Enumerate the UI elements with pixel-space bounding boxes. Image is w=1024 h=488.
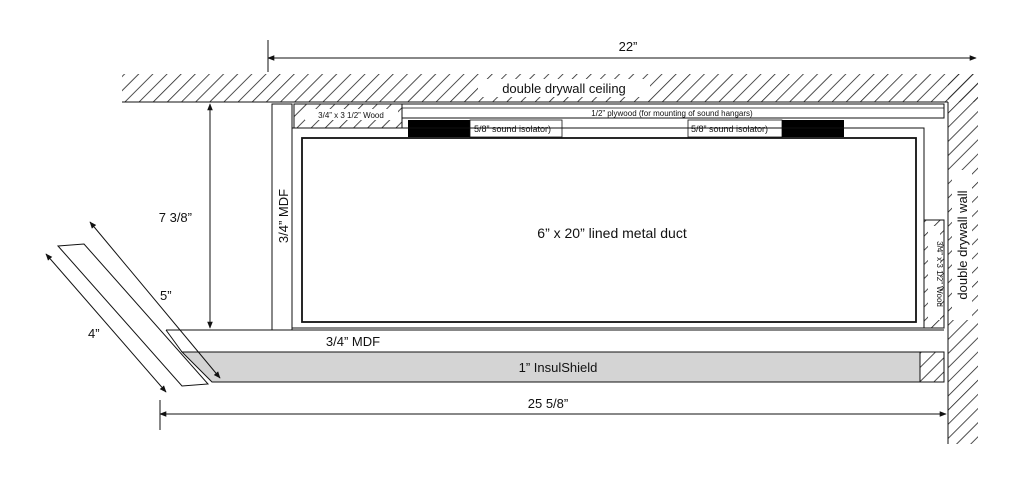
side-wood-label: 3/4” x 3 1/2” Wood bbox=[935, 241, 944, 307]
insulshield-label: 1” InsulShield bbox=[519, 360, 598, 375]
height-label: 7 3/8” bbox=[159, 210, 192, 225]
plywood: 1/2” plywood (for mounting of sound hang… bbox=[401, 103, 945, 119]
duct-enclosure: 6” x 20” lined metal duct bbox=[291, 127, 925, 329]
wall-label: double drywall wall bbox=[955, 190, 970, 299]
mdf-vertical-panel: 3/4” MDF bbox=[271, 103, 293, 331]
dim-4-label: 4” bbox=[88, 326, 100, 341]
isolator-right-label: 5/8” sound isolator) bbox=[691, 124, 768, 134]
top-wood-label: 3/4” x 3 1/2” Wood bbox=[318, 111, 384, 120]
dim-5-label: 5” bbox=[160, 288, 172, 303]
bottom-width-label: 25 5/8” bbox=[528, 396, 568, 411]
insulshield-end-block bbox=[919, 351, 945, 383]
duct-label: 6” x 20” lined metal duct bbox=[537, 225, 687, 241]
mdf-bottom-label: 3/4” MDF bbox=[326, 334, 380, 349]
ceiling-label-bg bbox=[478, 79, 650, 97]
side-wood-label-bg bbox=[928, 226, 940, 320]
angled-end-detail: 5” 4” bbox=[45, 221, 221, 393]
top-wood-block: 3/4” x 3 1/2” Wood bbox=[293, 103, 403, 129]
angled-board bbox=[56, 243, 210, 387]
top-width-label: 22” bbox=[619, 39, 638, 54]
wall: double drywall wall bbox=[947, 74, 978, 444]
ceiling: double drywall ceiling bbox=[122, 74, 978, 103]
side-wood-block: 3/4” x 3 1/2” Wood bbox=[923, 219, 945, 329]
bottom-width-dimension: 25 5/8” bbox=[159, 396, 947, 430]
ceiling-label: double drywall ceiling bbox=[502, 81, 626, 96]
mdf-bottom-panel: 3/4” MDF bbox=[166, 329, 944, 349]
top-wood-label-bg bbox=[305, 109, 398, 120]
metal-duct bbox=[301, 137, 917, 323]
top-width-dimension: 22” bbox=[267, 39, 977, 72]
dim-4-arrow bbox=[45, 253, 167, 393]
mdf-vertical-label: 3/4” MDF bbox=[276, 189, 291, 243]
plywood-label: 1/2” plywood (for mounting of sound hang… bbox=[591, 109, 753, 118]
insulshield: 1” InsulShield bbox=[180, 351, 945, 383]
wall-label-bg bbox=[952, 170, 972, 320]
isolator-left-label: 5/8” sound isolator) bbox=[474, 124, 551, 134]
